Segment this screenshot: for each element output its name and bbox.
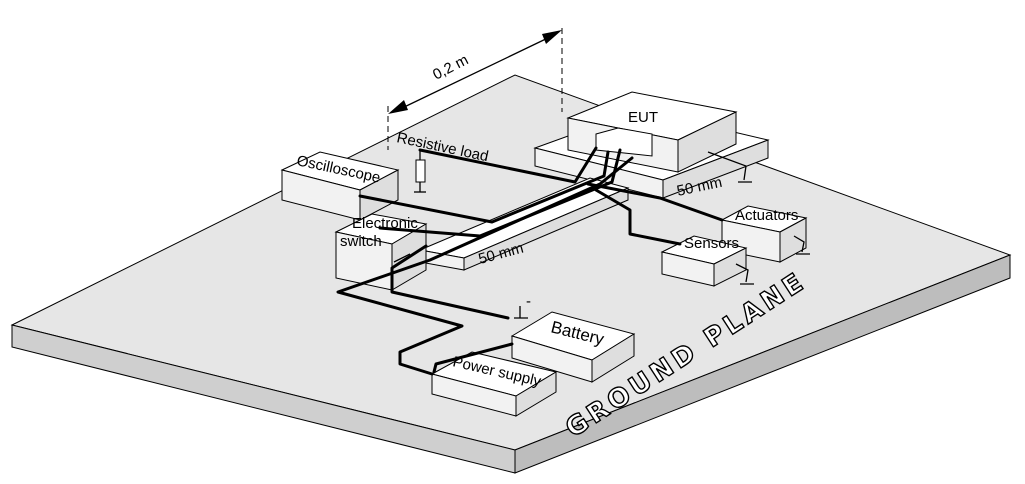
eut-box-side — [677, 111, 737, 173]
wiring-harness — [336, 146, 724, 376]
wire-eut-to-supply — [336, 156, 634, 376]
eut-ground — [707, 151, 752, 183]
actuators-side — [779, 217, 807, 263]
battery-terminal-ground — [514, 306, 528, 319]
battery-terminal-label: - — [526, 293, 531, 310]
dimension-arrow-left — [388, 100, 408, 114]
wire-oscilloscope — [358, 150, 610, 224]
oscilloscope: Oscilloscope — [280, 151, 400, 221]
actuators-ground — [793, 235, 810, 255]
electronic-switch-label-2: switch — [340, 233, 382, 250]
battery-side — [591, 333, 635, 383]
electronic-switch-label-1: Electronic — [352, 215, 418, 232]
wire-actuators — [586, 182, 724, 222]
ground-plane-side — [514, 254, 1011, 474]
power-supply-side — [515, 371, 557, 417]
harness-support-side — [463, 187, 629, 271]
resistive-load-resistor — [415, 159, 426, 183]
eut-label: EUT — [628, 109, 658, 126]
sensors-side — [713, 247, 747, 287]
dimension-line — [397, 35, 553, 111]
wire-battery-to-supply — [432, 342, 514, 374]
sensors-label: Sensors — [684, 235, 739, 252]
sensors-ground — [735, 263, 754, 285]
dimension-arrow-right — [542, 30, 562, 44]
eut-box: EUT — [566, 91, 738, 173]
wire-sensors — [594, 188, 682, 246]
actuators-label: Actuators — [735, 207, 798, 224]
wire-switch-to-battery — [390, 244, 510, 320]
oscilloscope-side — [359, 169, 399, 221]
ground-symbols — [514, 151, 810, 319]
power-supply: Power supply — [430, 351, 558, 417]
switch-contact — [393, 253, 411, 263]
sensors: Sensors — [660, 235, 748, 287]
distance-label: 0,2 m — [430, 51, 471, 83]
eut-support-side — [662, 139, 769, 199]
ground-plane: GROUND PLANE — [10, 74, 1012, 474]
battery: Battery - — [510, 293, 636, 383]
wire-resistive-load — [418, 146, 598, 184]
